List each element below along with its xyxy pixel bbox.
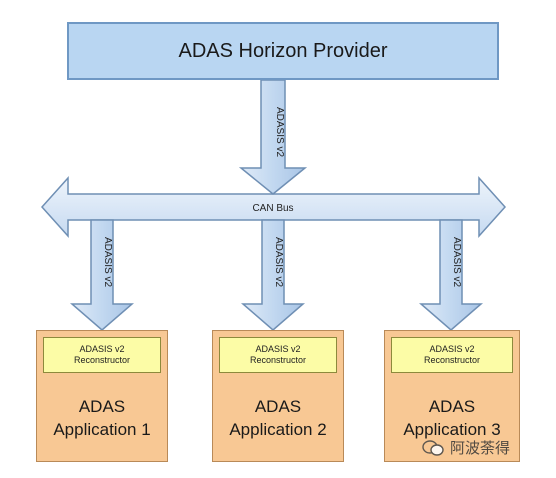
reconstructor-line2: Reconstructor (73, 355, 131, 365)
provider-title: ADAS Horizon Provider (178, 39, 388, 62)
application-name-line1: ADAS (428, 397, 476, 416)
application-name-line2: Application 2 (229, 420, 327, 439)
application-name-line1: ADAS (78, 397, 126, 416)
application-name-line2: Application 3 (403, 420, 501, 439)
drop-arrow-1 (69, 219, 135, 331)
application-label-1: ADAS Application 1 (37, 395, 167, 441)
application-box-3: ADASIS v2 Reconstructor ADAS Application… (384, 330, 520, 462)
reconstructor-line1: ADASIS v2 (79, 344, 125, 354)
provider-down-arrow (238, 79, 308, 195)
can-bus-arrow (40, 176, 507, 238)
watermark-text: 阿波荼得 (450, 440, 511, 457)
reconstructor-box-1: ADASIS v2 Reconstructor (43, 337, 161, 373)
application-name-line2: Application 1 (53, 420, 151, 439)
reconstructor-box-3: ADASIS v2 Reconstructor (391, 337, 513, 373)
application-box-1: ADASIS v2 Reconstructor ADAS Application… (36, 330, 168, 462)
chat-bubble-icon (422, 439, 444, 456)
provider-arrow-label: ADASIS v2 (274, 107, 285, 157)
drop-arrow-2 (240, 219, 306, 331)
drop-arrow-3 (418, 219, 484, 331)
drop-arrow-label-1: ADASIS v2 (102, 237, 113, 287)
application-name-line1: ADAS (254, 397, 302, 416)
watermark: 阿波荼得 (422, 437, 510, 458)
reconstructor-line1: ADASIS v2 (429, 344, 475, 354)
reconstructor-line2: Reconstructor (423, 355, 481, 365)
reconstructor-box-2: ADASIS v2 Reconstructor (219, 337, 337, 373)
application-label-3: ADAS Application 3 (385, 395, 519, 441)
provider-box: ADAS Horizon Provider (67, 22, 499, 80)
drop-arrow-label-2: ADASIS v2 (273, 237, 284, 287)
can-bus-label: CAN Bus (252, 203, 293, 214)
application-label-2: ADAS Application 2 (213, 395, 343, 441)
reconstructor-line2: Reconstructor (249, 355, 307, 365)
drop-arrow-label-3: ADASIS v2 (451, 237, 462, 287)
reconstructor-line1: ADASIS v2 (255, 344, 301, 354)
application-box-2: ADASIS v2 Reconstructor ADAS Application… (212, 330, 344, 462)
